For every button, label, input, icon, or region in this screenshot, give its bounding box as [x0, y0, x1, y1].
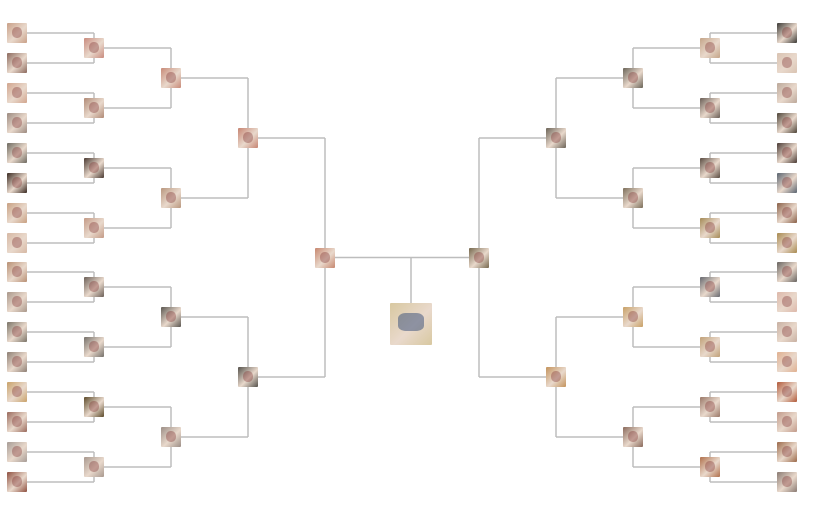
- entry-l1-06-thumbnail[interactable]: [7, 173, 27, 193]
- entry-r4-01-thumbnail[interactable]: [546, 128, 566, 148]
- entry-l1-09-thumbnail[interactable]: [7, 262, 27, 282]
- entry-l1-03-thumbnail[interactable]: [7, 83, 27, 103]
- entry-l1-07-thumbnail[interactable]: [7, 203, 27, 223]
- entry-r2-03-thumbnail[interactable]: [700, 158, 720, 178]
- entry-r2-04-thumbnail[interactable]: [700, 218, 720, 238]
- champion-thumbnail[interactable]: [390, 303, 432, 345]
- entry-r3-02-thumbnail[interactable]: [623, 188, 643, 208]
- entry-r3-04-thumbnail[interactable]: [623, 427, 643, 447]
- entry-r1-15-thumbnail[interactable]: [777, 442, 797, 462]
- entry-r5-01-thumbnail[interactable]: [469, 247, 489, 268]
- entry-r2-05-thumbnail[interactable]: [700, 277, 720, 297]
- entry-l2-01-thumbnail[interactable]: [84, 38, 104, 58]
- entry-r3-01-thumbnail[interactable]: [623, 68, 643, 88]
- entry-l3-02-thumbnail[interactable]: [161, 188, 181, 208]
- entry-l2-07-thumbnail[interactable]: [84, 397, 104, 417]
- entry-r1-03-thumbnail[interactable]: [777, 83, 797, 103]
- entry-l3-01-thumbnail[interactable]: [161, 68, 181, 88]
- entry-l1-12-thumbnail[interactable]: [7, 352, 27, 372]
- entry-l3-03-thumbnail[interactable]: [161, 307, 181, 327]
- entry-l1-01-thumbnail[interactable]: [7, 23, 27, 43]
- entry-l1-14-thumbnail[interactable]: [7, 412, 27, 432]
- entry-r1-06-thumbnail[interactable]: [777, 173, 797, 193]
- entry-r1-01-thumbnail[interactable]: [777, 23, 797, 43]
- entry-r2-08-thumbnail[interactable]: [700, 457, 720, 477]
- entry-r1-12-thumbnail[interactable]: [777, 352, 797, 372]
- entry-r2-07-thumbnail[interactable]: [700, 397, 720, 417]
- entry-r1-07-thumbnail[interactable]: [777, 203, 797, 223]
- entry-l3-04-thumbnail[interactable]: [161, 427, 181, 447]
- entry-r3-03-thumbnail[interactable]: [623, 307, 643, 327]
- entry-l2-04-thumbnail[interactable]: [84, 218, 104, 238]
- entry-r2-06-thumbnail[interactable]: [700, 337, 720, 357]
- entry-r1-04-thumbnail[interactable]: [777, 113, 797, 133]
- entry-l1-16-thumbnail[interactable]: [7, 472, 27, 492]
- entry-r4-02-thumbnail[interactable]: [546, 367, 566, 387]
- entry-r1-08-thumbnail[interactable]: [777, 233, 797, 253]
- entry-l1-11-thumbnail[interactable]: [7, 322, 27, 342]
- entry-l2-06-thumbnail[interactable]: [84, 337, 104, 357]
- entry-l2-02-thumbnail[interactable]: [84, 98, 104, 118]
- entry-l1-05-thumbnail[interactable]: [7, 143, 27, 163]
- entry-r1-13-thumbnail[interactable]: [777, 382, 797, 402]
- entry-r1-11-thumbnail[interactable]: [777, 322, 797, 342]
- entry-r1-10-thumbnail[interactable]: [777, 292, 797, 312]
- entry-l4-01-thumbnail[interactable]: [238, 128, 258, 148]
- entry-l1-04-thumbnail[interactable]: [7, 113, 27, 133]
- entry-l2-08-thumbnail[interactable]: [84, 457, 104, 477]
- entry-l1-02-thumbnail[interactable]: [7, 53, 27, 73]
- entry-r1-02-thumbnail[interactable]: [777, 53, 797, 73]
- entry-l1-10-thumbnail[interactable]: [7, 292, 27, 312]
- entry-r1-16-thumbnail[interactable]: [777, 472, 797, 492]
- entry-l1-13-thumbnail[interactable]: [7, 382, 27, 402]
- entry-r1-05-thumbnail[interactable]: [777, 143, 797, 163]
- entry-r2-02-thumbnail[interactable]: [700, 98, 720, 118]
- entry-l1-15-thumbnail[interactable]: [7, 442, 27, 462]
- entry-l2-05-thumbnail[interactable]: [84, 277, 104, 297]
- entry-l1-08-thumbnail[interactable]: [7, 233, 27, 253]
- entry-l5-01-thumbnail[interactable]: [315, 247, 335, 268]
- entry-r2-01-thumbnail[interactable]: [700, 38, 720, 58]
- entry-l2-03-thumbnail[interactable]: [84, 158, 104, 178]
- entry-r1-09-thumbnail[interactable]: [777, 262, 797, 282]
- entry-r1-14-thumbnail[interactable]: [777, 412, 797, 432]
- entry-l4-02-thumbnail[interactable]: [238, 367, 258, 387]
